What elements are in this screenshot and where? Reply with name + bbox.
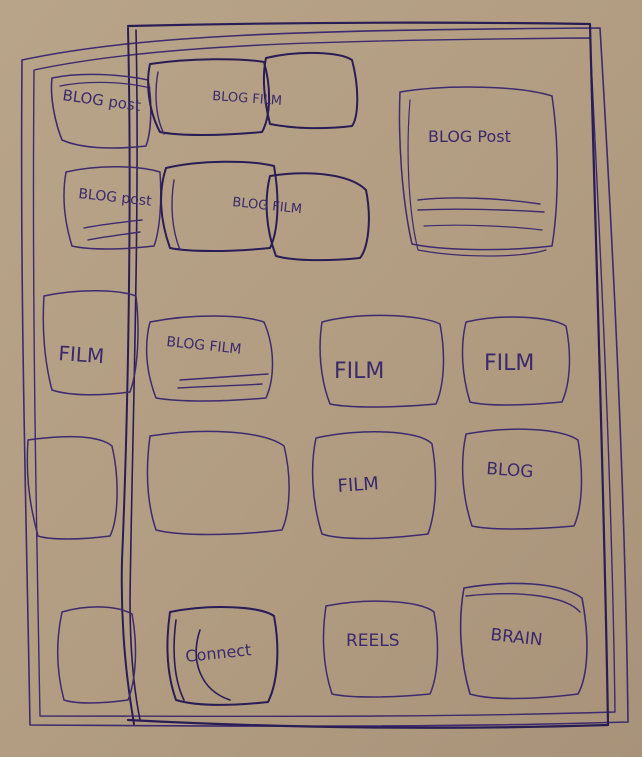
text-lines-icon (417, 197, 545, 231)
tile-film-row4-label: FILM (337, 473, 380, 497)
tile-film-left[interactable]: FILM (42, 290, 139, 396)
tile-blog-post-2[interactable]: BLOG post (63, 166, 162, 250)
tile-empty-left[interactable] (26, 435, 118, 540)
tile-blog-row4[interactable]: BLOG (461, 428, 583, 530)
content-frame (126, 21, 610, 729)
tile-film-right-label: FILM (484, 351, 534, 376)
tile-blog-post-2-label: BLOG post (78, 186, 153, 210)
tile-blog-film-2[interactable]: BLOG FILM (160, 160, 370, 262)
tile-reels[interactable]: REELS (322, 600, 439, 698)
tile-blog-film-3-label: BLOG FILM (166, 334, 243, 358)
tile-blog-post-big-label: BLOG Post (428, 127, 511, 146)
tile-empty-bottom-left[interactable] (57, 606, 137, 704)
tile-blog-film-3[interactable]: BLOG FILM (145, 315, 274, 402)
tile-blog-film-2-label: BLOG FILM (232, 195, 303, 217)
outer-frame (20, 27, 629, 727)
tile-reels-label: REELS (346, 631, 400, 651)
tile-film-mid-label: FILM (334, 359, 384, 384)
tile-film-left-label: FILM (58, 341, 105, 368)
text-lines-icon (83, 219, 143, 241)
tile-brain[interactable]: BRAIN (459, 582, 588, 700)
text-lines-icon (177, 373, 269, 389)
tile-film-right[interactable]: FILM (461, 316, 571, 406)
tile-film-mid[interactable]: FILM (319, 314, 445, 408)
tile-empty-row4[interactable] (146, 430, 290, 536)
tile-blog-film-1[interactable]: BLOG FILM (147, 51, 359, 136)
tile-blog-post-big[interactable]: BLOG Post (398, 86, 559, 257)
tile-film-row4[interactable]: FILM (311, 431, 437, 540)
tile-blog-film-1-label: BLOG FILM (212, 89, 283, 109)
tile-blog-row4-label: BLOG (486, 459, 534, 482)
